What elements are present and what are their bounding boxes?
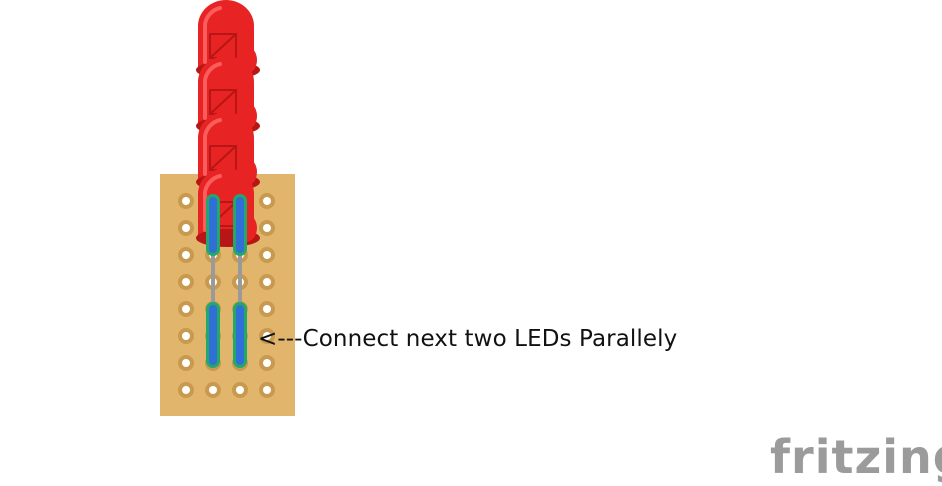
board-hole [259,193,275,209]
board-hole [259,301,275,317]
board-hole [259,247,275,263]
board-hole [259,274,275,290]
board-hole [178,274,194,290]
connection-annotation: <---Connect next two LEDs Parallely [258,326,678,352]
board-hole [259,355,275,371]
board-hole [178,220,194,236]
board-hole [205,382,221,398]
board-hole [178,193,194,209]
board-hole [232,382,248,398]
led-stack [196,0,260,247]
jumper-wire [206,302,220,368]
jumper-wire [233,194,247,256]
board-hole [178,382,194,398]
board-hole [178,355,194,371]
jumper-wires [206,194,247,368]
board-hole [259,328,275,344]
board-hole [178,301,194,317]
board-hole [259,382,275,398]
board-hole [259,220,275,236]
board-hole [178,247,194,263]
jumper-wire [233,302,247,368]
board-hole [178,328,194,344]
fritzing-logo: fritzing [770,430,942,484]
jumper-wire [206,194,220,256]
